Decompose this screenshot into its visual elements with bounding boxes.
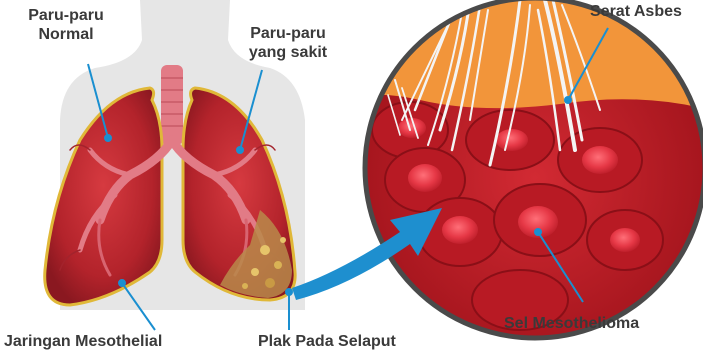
sick-lung-label-line1: Paru-paru [238,24,338,43]
sick-lung-label-line2: yang sakit [238,43,338,62]
asbestos-fiber-label: Serat Asbes [590,2,682,21]
normal-lung-label-line2: Normal [18,25,114,44]
mesothelial-tissue-label: Jaringan Mesothelial [4,332,162,351]
mesothelioma-cell-label: Sel Mesothelioma [504,314,639,333]
pleural-plaque-label: Plak Pada Selaput [258,332,396,351]
trachea [161,65,183,145]
normal-lung-label: Paru-paru Normal [18,6,114,44]
sick-lung-label: Paru-paru yang sakit [238,24,338,62]
magnified-view [360,0,703,356]
normal-lung-label-line1: Paru-paru [18,6,114,25]
